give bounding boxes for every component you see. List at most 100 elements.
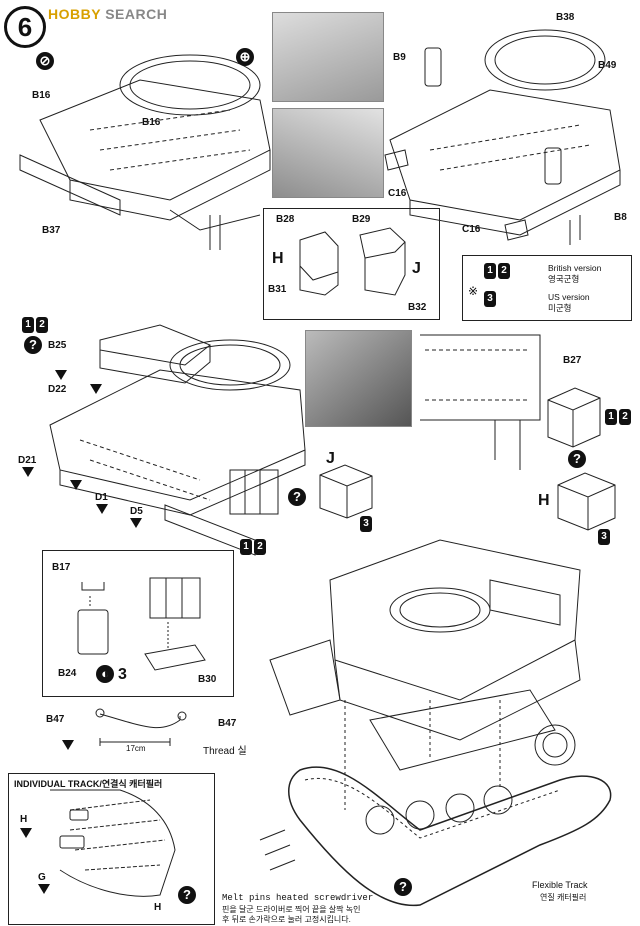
flexible-track-label: Flexible Track [532, 880, 588, 890]
legend-us-version: US version [548, 292, 590, 302]
label-j-inset: J [412, 260, 421, 277]
legend-us-version-kr: 미군형 [548, 303, 572, 313]
pill-2-icon: 2 [36, 316, 48, 333]
label-h-track: H [20, 814, 28, 825]
label-c16-b: C16 [462, 224, 481, 235]
label-b32: B32 [408, 302, 427, 313]
box-j-mid [319, 464, 373, 519]
pill-2-icon: 2 [619, 408, 631, 425]
pill-1-icon: 1 [22, 316, 34, 333]
hull-top-left [39, 79, 271, 201]
label-version-3: 3 [118, 666, 127, 683]
label-h-right: H [538, 492, 550, 509]
base-b30 [144, 644, 206, 671]
sprocket-wheel [534, 724, 576, 766]
pill-3-icon: 3 [484, 290, 496, 307]
step-number: 6 [4, 6, 46, 48]
help-icon: ? [568, 450, 586, 468]
triangle-marker-icon [96, 504, 108, 514]
triangle-marker-icon [62, 740, 74, 750]
legend-note-symbol: ※ [468, 284, 479, 298]
label-b17: B17 [52, 562, 71, 573]
help-icon: ? [288, 488, 306, 506]
jerry-can-b9 [424, 47, 442, 87]
individual-track [50, 789, 176, 897]
label-g-track: G [38, 872, 46, 883]
box-b25 [99, 324, 211, 366]
legend-british-version-kr: 영국군형 [548, 274, 580, 284]
label-b8: B8 [614, 212, 627, 223]
flexible-track [288, 766, 612, 907]
label-d5: D5 [130, 506, 143, 517]
reference-photo-1 [272, 12, 384, 102]
melt-pins-note-kr-1: 핀을 달군 드라이버로 찍어 끝을 살짝 녹인 [222, 905, 361, 914]
label-b16-a: B16 [32, 90, 51, 101]
label-d21: D21 [18, 455, 37, 466]
hull-top-right [389, 89, 621, 221]
inset-box-b28-b32 [263, 208, 440, 320]
version-marker-3-b: 3 [598, 528, 612, 546]
label-b47-b: B47 [218, 718, 237, 729]
hull-mid-left [49, 369, 306, 501]
melt-pins-note: Melt pins heated screwdriver [222, 893, 374, 903]
watermark-logo: HOBBY [48, 6, 101, 22]
label-h-inset: H [272, 250, 284, 267]
melt-pins-note-kr-2: 후 뒤로 손가락으로 눌러 고정시킵니다. [222, 915, 351, 924]
version-legend [462, 255, 632, 321]
label-b28: B28 [276, 214, 295, 225]
label-b37: B37 [42, 225, 61, 236]
inset-box-b24-b30 [42, 550, 234, 697]
reference-photo-3 [305, 330, 412, 427]
label-c16-a: C16 [388, 188, 407, 199]
individual-track-title: INDIVIDUAL TRACK/연결식 캐터필러 [14, 779, 163, 789]
triangle-marker-icon [20, 828, 32, 838]
pill-3-icon: 3 [360, 515, 372, 532]
label-b27: B27 [563, 355, 582, 366]
triangle-marker-icon [22, 467, 34, 477]
triangle-marker-icon [70, 480, 82, 490]
reference-photo-2 [272, 108, 384, 198]
label-d1: D1 [95, 492, 108, 503]
triangle-marker-icon [38, 884, 50, 894]
help-icon: ? [394, 878, 412, 896]
label-b30: B30 [198, 674, 217, 685]
version-marker-3-a: 3 [360, 515, 374, 533]
pill-2-icon: 2 [498, 262, 510, 279]
flexible-track-label-kr: 연질 캐터필러 [540, 893, 587, 902]
thread-length: 17cm [126, 744, 146, 753]
pill-1-icon: 1 [240, 538, 252, 555]
label-b9: B9 [393, 52, 406, 63]
pill-1-icon: 1 [484, 262, 496, 279]
label-d22: D22 [48, 384, 67, 395]
label-b29: B29 [352, 214, 371, 225]
box-j-inset [359, 227, 406, 259]
label-b16-b: B16 [142, 117, 161, 128]
thread-label: Thread 실 [203, 746, 247, 757]
glue-icon: ⊘ [36, 52, 54, 70]
detail-icon: ◐ [96, 665, 114, 683]
box-h-right [557, 472, 616, 531]
label-b49: B49 [598, 60, 617, 71]
label-b47-a: B47 [46, 714, 65, 725]
tank-hull [329, 539, 581, 701]
triangle-marker-icon [90, 384, 102, 394]
cable-b47 [99, 713, 181, 729]
label-j-mid: J [326, 450, 335, 467]
watermark-text: SEARCH [105, 6, 168, 22]
pill-1-icon: 1 [605, 408, 617, 425]
help-icon: ? [178, 886, 196, 904]
can-b8 [544, 147, 562, 185]
legend-row-us: 3 [484, 290, 498, 308]
triangle-marker-icon [130, 518, 142, 528]
label-h-track-b: H [154, 902, 162, 913]
inset-box-individual-track [8, 773, 215, 925]
can-b24 [77, 609, 109, 655]
label-b31: B31 [268, 284, 287, 295]
help-icon: ? [24, 336, 42, 354]
triangle-marker-icon [55, 370, 67, 380]
